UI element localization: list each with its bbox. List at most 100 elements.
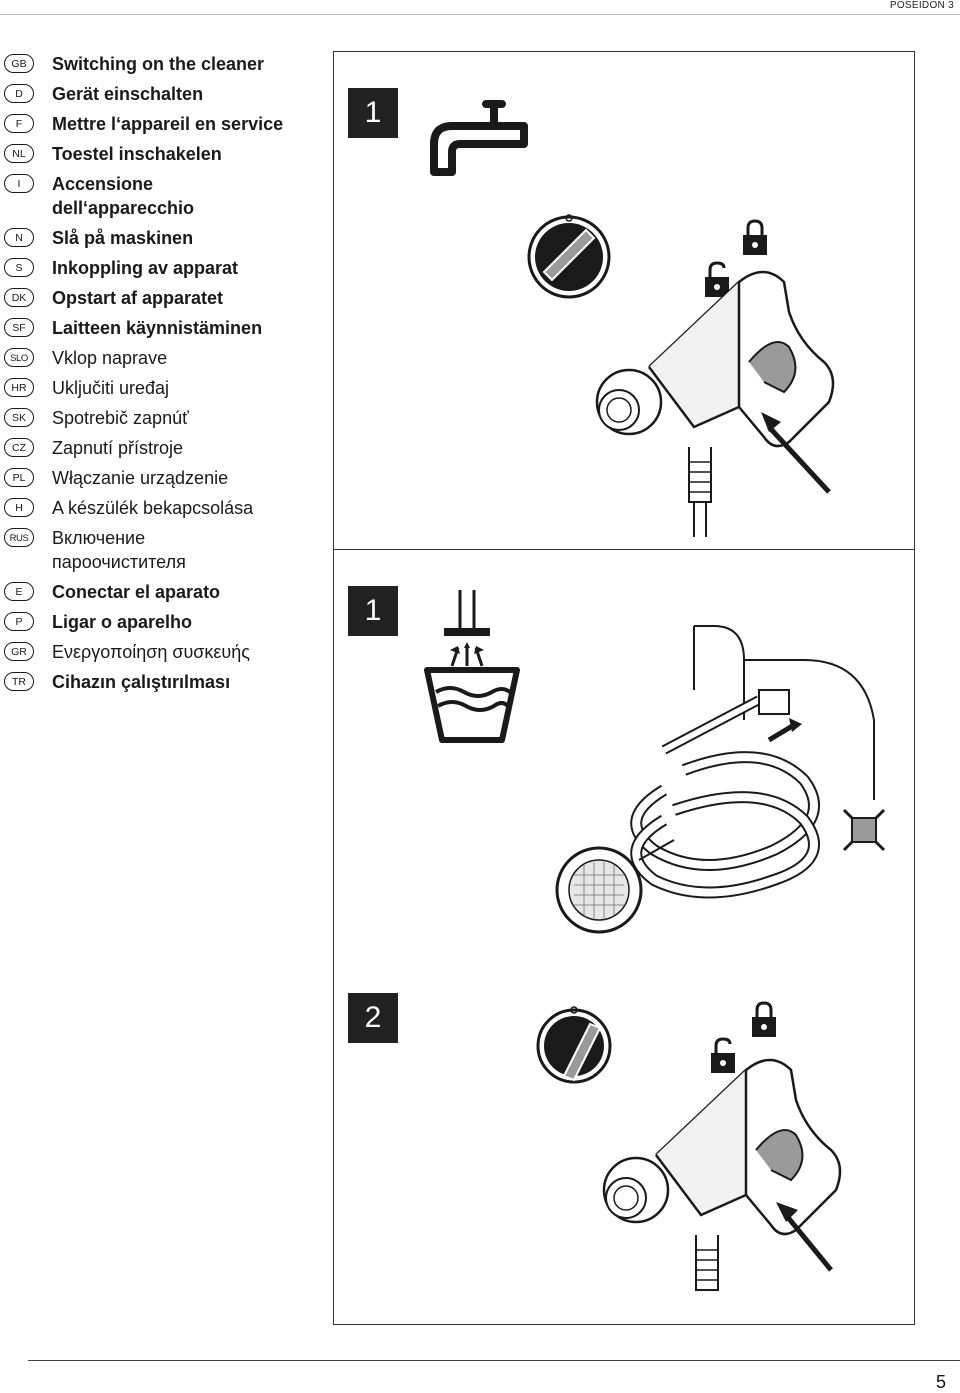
language-title-line: Ενεργοποίηση συσκευής [52,642,250,662]
instruction-panel-tap: 1 [333,51,915,550]
language-title-text: A készülék bekapcsolása [52,496,253,520]
unlock-icon [705,261,729,297]
language-row: TR Cihazın çalıştırılması [4,670,324,694]
language-row: HR Uključiti uređaj [4,376,324,400]
language-title-line: Włączanie urządzenie [52,468,229,488]
language-code-badge: E [4,582,34,601]
language-title-line: Slå på maskinen [52,228,194,248]
language-title-line: Включение [52,528,146,548]
unlock-icon [711,1037,735,1073]
water-container-icon [424,590,520,743]
water-tap-icon [430,100,528,176]
language-title-line: Mettre l‘appareil en service [52,114,284,134]
language-code-badge: RUS [4,528,34,547]
language-title-line: Inkoppling av apparat [52,258,239,278]
nozzle-dial-icon [536,1006,612,1084]
lock-icon [752,1001,776,1037]
language-title-line: пароочистителя [52,552,186,572]
language-row: D Gerät einschalten [4,82,324,106]
language-code-badge: H [4,498,34,517]
language-title-text: Mettre l‘appareil en service [52,112,283,136]
language-title-text: Vklop naprave [52,346,167,370]
language-title-text: Opstart af apparatet [52,286,223,310]
language-row: SK Spotrebič zapnúť [4,406,324,430]
spray-gun-illustration [595,270,835,537]
language-title-text: Включение пароочистителя [52,526,186,574]
language-row: H A készülék bekapcsolása [4,496,324,520]
language-code-badge: F [4,114,34,133]
language-title-text: Switching on the cleaner [52,52,264,76]
step-number-badge: 1 [348,88,398,138]
language-title-text: Ενεργοποίηση συσκευής [52,640,250,664]
language-title-line: Opstart af apparatet [52,288,224,308]
language-code-badge: SLO [4,348,34,367]
language-title-text: Włączanie urządzenie [52,466,228,490]
language-title-text: Slå på maskinen [52,226,193,250]
language-row: N Slå på maskinen [4,226,324,250]
language-title-line: Accensione [52,174,154,194]
language-code-badge: PL [4,468,34,487]
language-row: E Conectar el aparato [4,580,324,604]
language-title-line: Laitteen käynnistäminen [52,318,263,338]
language-title-line: Gerät einschalten [52,84,204,104]
language-row: GR Ενεργοποίηση συσκευής [4,640,324,664]
language-title-line: Conectar el aparato [52,582,221,602]
language-title-text: Gerät einschalten [52,82,203,106]
language-title-text: Accensione dell‘apparecchio [52,172,194,220]
hose-connection-illustration [555,625,886,934]
language-code-badge: GR [4,642,34,661]
language-row: S Inkoppling av apparat [4,256,324,280]
language-title-text: Spotrebič zapnúť [52,406,189,430]
language-title-text: Conectar el aparato [52,580,220,604]
language-code-badge: N [4,228,34,247]
language-row: I Accensione dell‘apparecchio [4,172,324,220]
document-header-title: POSEIDON 3 [889,0,954,11]
language-row: RUS Включение пароочистителя [4,526,324,574]
language-title-line: Vklop naprave [52,348,168,368]
language-row: PL Włączanie urządzenie [4,466,324,490]
language-code-badge: P [4,612,34,631]
header-divider [0,14,960,15]
language-title-line: Zapnutí přístroje [52,438,184,458]
language-row: SLO Vklop naprave [4,346,324,370]
language-title-line: Uključiti uređaj [52,378,170,398]
language-code-badge: NL [4,144,34,163]
step-number-badge: 2 [348,993,398,1043]
language-title-line: dell‘apparecchio [52,198,195,218]
step-number-badge: 1 [348,586,398,636]
language-title-line: Switching on the cleaner [52,54,265,74]
footer-divider [28,1360,960,1361]
language-row: DK Opstart af apparatet [4,286,324,310]
language-code-badge: DK [4,288,34,307]
language-code-badge: SF [4,318,34,337]
language-title-line: A készülék bekapcsolása [52,498,254,518]
language-title-text: Zapnutí přístroje [52,436,183,460]
language-row: GB Switching on the cleaner [4,52,324,76]
language-code-badge: SK [4,408,34,427]
page-number: 5 [935,1372,946,1392]
language-row: F Mettre l‘appareil en service [4,112,324,136]
language-title-text: Cihazın çalıştırılması [52,670,230,694]
language-row: NL Toestel inschakelen [4,142,324,166]
language-code-badge: GB [4,54,34,73]
language-row: P Ligar o aparelho [4,610,324,634]
language-title-text: Laitteen käynnistäminen [52,316,262,340]
language-title-text: Uključiti uređaj [52,376,169,400]
language-code-badge: D [4,84,34,103]
language-title-line: Cihazın çalıştırılması [52,672,231,692]
language-title-text: Inkoppling av apparat [52,256,238,280]
language-row: SF Laitteen käynnistäminen [4,316,324,340]
language-code-badge: TR [4,672,34,691]
language-code-badge: I [4,174,34,193]
spray-gun-illustration [602,1058,842,1291]
language-title-line: Ligar o aparelho [52,612,193,632]
instruction-panel-water: 1 2 [333,549,915,1325]
language-title-text: Ligar o aparelho [52,610,192,634]
language-code-badge: HR [4,378,34,397]
lock-icon [743,219,767,255]
language-code-badge: S [4,258,34,277]
language-title-text: Toestel inschakelen [52,142,222,166]
nozzle-dial-icon [527,214,611,299]
